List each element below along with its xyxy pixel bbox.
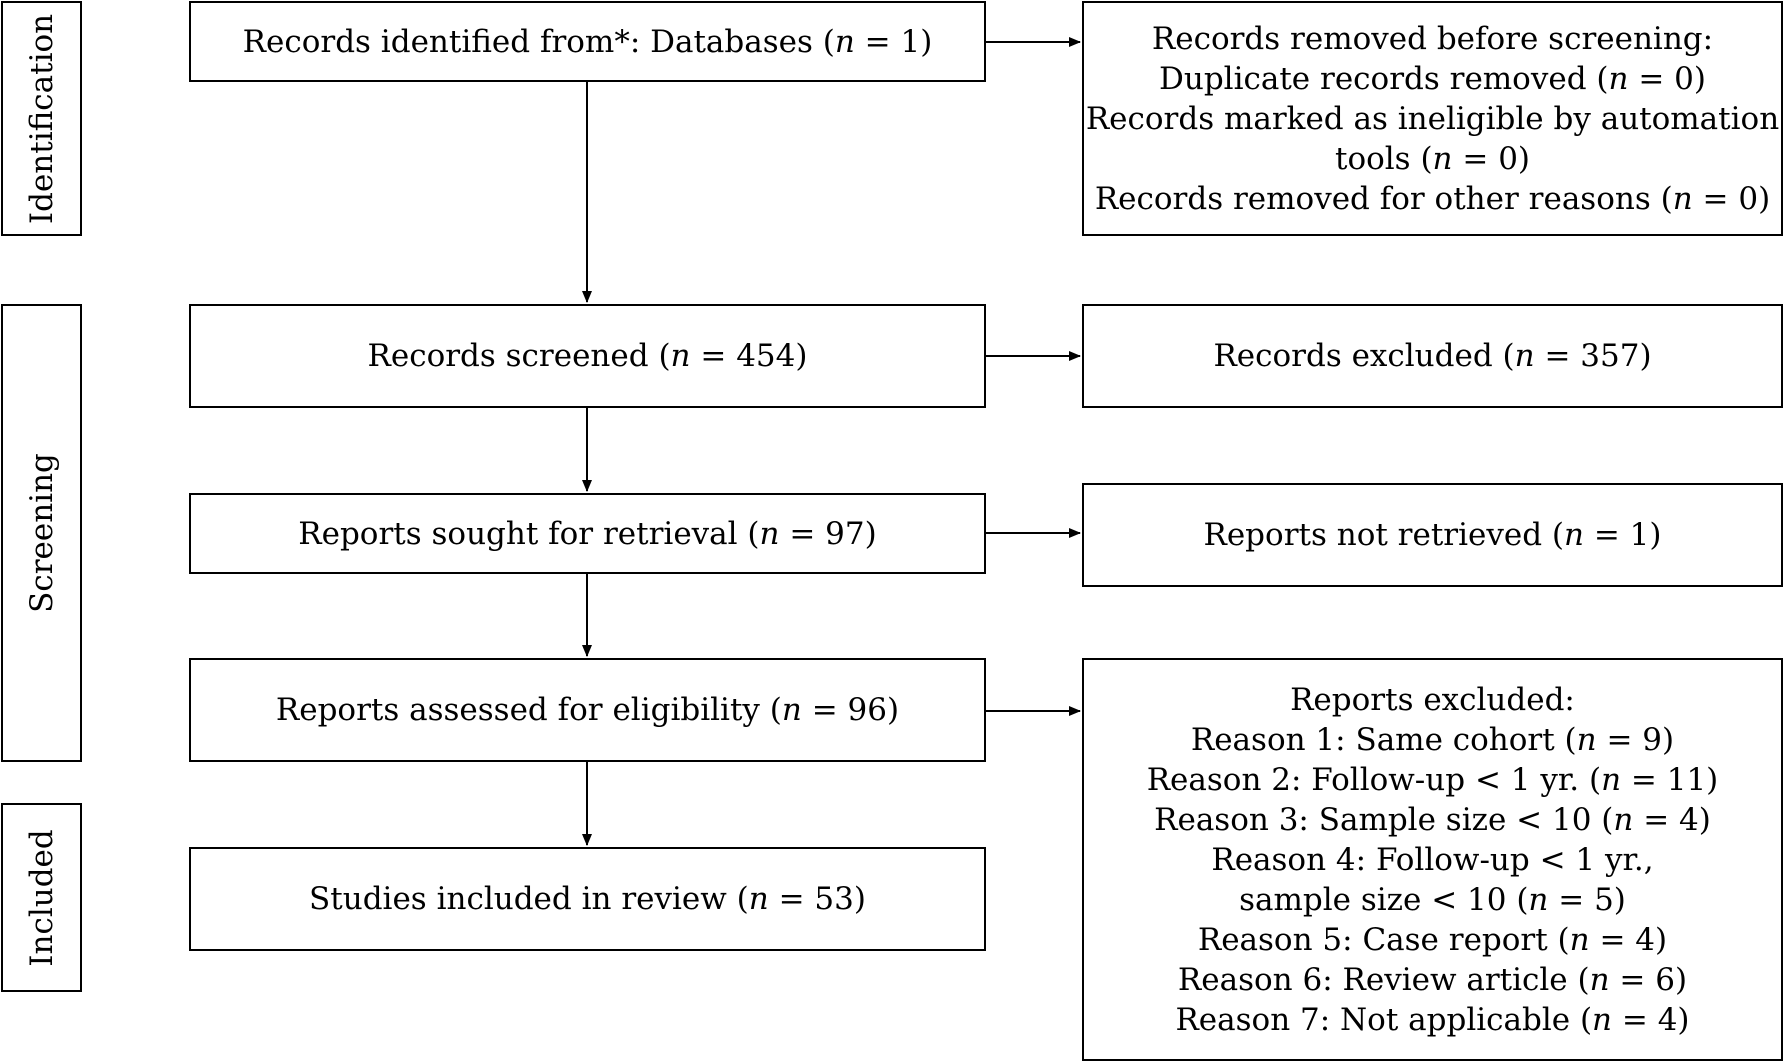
records-excluded-box: Records excluded (n = 357) [1082,304,1783,408]
reports-excluded-box: Reports excluded: Reason 1: Same cohort … [1082,658,1783,1061]
exclusion-reason: Reason 1: Same cohort (n = 9) [1190,721,1675,758]
reports-sought-box: Reports sought for retrieval (n = 97) [189,493,986,574]
records-identified-box: Records identified from*: Databases (n =… [189,1,986,82]
records-screened-box: Records screened (n = 454) [189,304,986,408]
reports-assessed-box: Reports assessed for eligibility (n = 96… [189,658,986,762]
records-removed-title: Records removed before screening: [1151,20,1714,57]
exclusion-reason: sample size < 10 (n = 5) [1239,881,1626,918]
exclusion-reason: Reason 3: Sample size < 10 (n = 4) [1154,801,1711,838]
phase-identification: Identification [1,1,82,236]
studies-included-text: Studies included in review (n = 53) [309,881,866,917]
studies-included-box: Studies included in review (n = 53) [189,847,986,951]
reports-not-retrieved-box: Reports not retrieved (n = 1) [1082,483,1783,587]
reports-excluded-title: Reports excluded: [1290,681,1575,718]
reports-assessed-text: Reports assessed for eligibility (n = 96… [275,692,900,728]
records-removed-line: Records removed for other reasons (n = 0… [1094,180,1771,217]
records-removed-line: Records marked as ineligible by automati… [1085,100,1780,137]
records-excluded-text: Records excluded (n = 357) [1213,338,1652,374]
phase-included: Included [1,803,82,992]
records-screened-text: Records screened (n = 454) [367,338,808,374]
exclusion-reason: Reason 6: Review article (n = 6) [1177,961,1688,998]
reports-sought-text: Reports sought for retrieval (n = 97) [298,515,877,552]
exclusion-reason: Reason 7: Not applicable (n = 4) [1175,1001,1690,1038]
phase-screening: Screening [1,304,82,762]
records-identified-text: Records identified from*: Databases (n =… [242,23,933,60]
exclusion-reason: Reason 2: Follow-up < 1 yr. (n = 11) [1146,761,1719,798]
records-removed-line: Duplicate records removed (n = 0) [1159,60,1706,97]
reports-not-retrieved-text: Reports not retrieved (n = 1) [1203,517,1662,553]
exclusion-reason: Reason 5: Case report (n = 4) [1197,921,1668,958]
records-removed-line: tools (n = 0) [1334,140,1531,177]
exclusion-reason: Reason 4: Follow-up < 1 yr., [1211,841,1654,878]
records-removed-box: Records removed before screening: Duplic… [1082,1,1783,236]
